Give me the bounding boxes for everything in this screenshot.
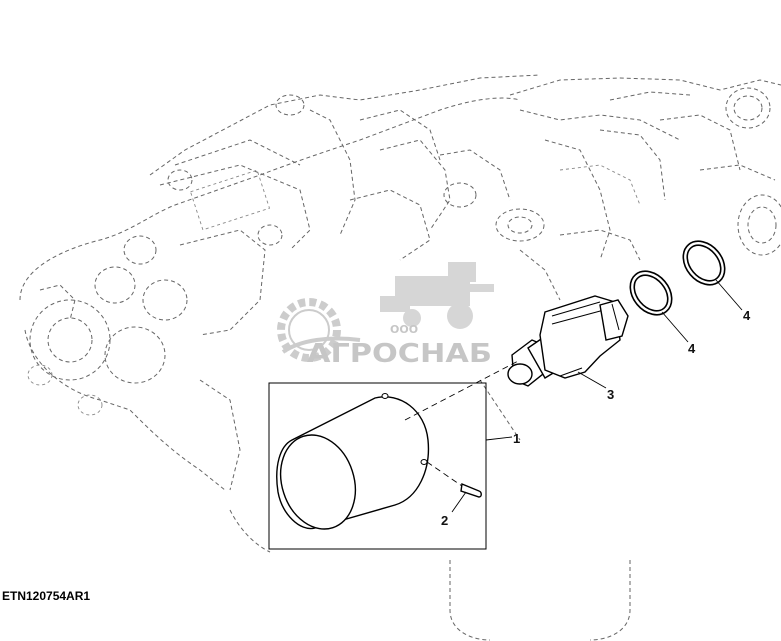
figure-reference-code: ETN120754AR1	[2, 589, 91, 603]
callout-4b: 4	[743, 308, 751, 323]
watermark-brand: АГРОСНАБ	[307, 339, 492, 369]
callout-2: 2	[441, 513, 448, 528]
callout-1: 1	[513, 431, 520, 446]
harvester-icon	[380, 262, 494, 329]
watermark-prefix: ООО	[390, 323, 418, 336]
assembly-axis	[404, 359, 521, 421]
o-rings	[629, 240, 726, 316]
filter-assembly-frame	[268, 382, 487, 550]
filter-element	[276, 393, 430, 530]
callout-4a: 4	[688, 341, 696, 356]
callout-3: 3	[607, 387, 614, 402]
pin	[426, 461, 482, 498]
engine-housing-outline	[19, 74, 781, 641]
leader-lines	[451, 279, 743, 513]
sensor-fitting	[507, 295, 629, 387]
watermark-logo: ООО АГРОСНАБ	[277, 262, 494, 369]
